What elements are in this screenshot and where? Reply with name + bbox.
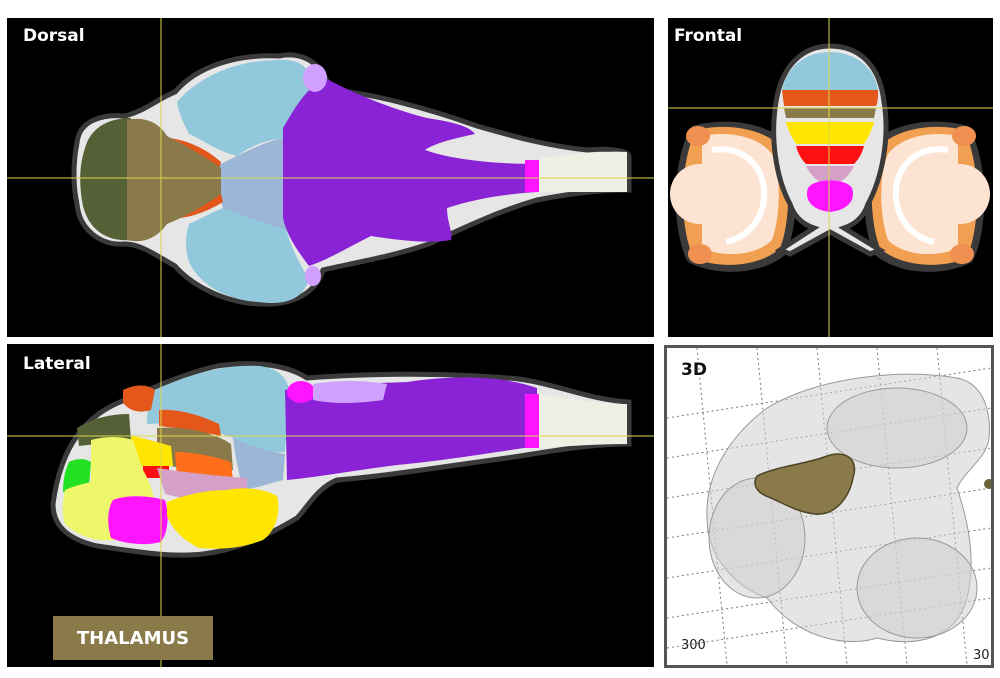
3d-tick-right: 30 [973, 648, 990, 663]
lateral-magenta-dot [287, 381, 315, 403]
dorsal-telencephalon [80, 118, 131, 241]
frontal-left-eye [670, 121, 796, 272]
lateral-orange-dorsal [123, 385, 155, 412]
3d-view-panel[interactable]: 3D 300 30 [664, 345, 994, 668]
dorsal-hindbrain [283, 78, 537, 266]
dorsal-midbrain-center [216, 138, 287, 230]
dorsal-lilac-patch [303, 64, 327, 92]
lateral-lilac-patch [313, 381, 387, 403]
lateral-yellow-ventral [167, 488, 279, 549]
selected-region-button[interactable]: THALAMUS [53, 616, 213, 660]
3d-marker [984, 479, 991, 489]
lateral-label: Lateral [23, 354, 91, 374]
3d-thalamus [754, 453, 856, 515]
lateral-tectum [147, 365, 290, 453]
dorsal-thalamus [127, 118, 221, 242]
lateral-brain-map [7, 344, 654, 667]
frontal-label: Frontal [674, 26, 743, 46]
3d-label: 3D [681, 360, 707, 380]
frontal-right-eye [864, 121, 990, 272]
lateral-view-panel[interactable]: Lateral [7, 344, 654, 667]
lateral-spinal-tip [525, 394, 539, 448]
dorsal-spinal-cord [539, 151, 627, 192]
dorsal-lilac-patch-2 [305, 266, 321, 286]
3d-tick-left: 300 [681, 638, 706, 653]
lateral-magenta-hypo [108, 496, 168, 545]
dorsal-label: Dorsal [23, 26, 85, 46]
frontal-brain-map [668, 18, 993, 337]
lateral-hindbrain [285, 377, 537, 480]
lateral-orange-mid [159, 409, 221, 436]
dorsal-view-panel[interactable]: Dorsal [7, 18, 654, 337]
3d-render [667, 348, 991, 665]
dorsal-brain-map [7, 18, 654, 337]
lateral-yellow-thal [131, 436, 173, 468]
dorsal-tectum [177, 59, 313, 304]
lateral-midbrain-center [233, 438, 285, 490]
dorsal-spinal-tip [525, 160, 539, 192]
lateral-spinal-cord [539, 394, 627, 448]
frontal-view-panel[interactable]: Frontal [668, 18, 993, 337]
frontal-brain [771, 43, 889, 257]
3d-brain-shell [706, 373, 990, 643]
